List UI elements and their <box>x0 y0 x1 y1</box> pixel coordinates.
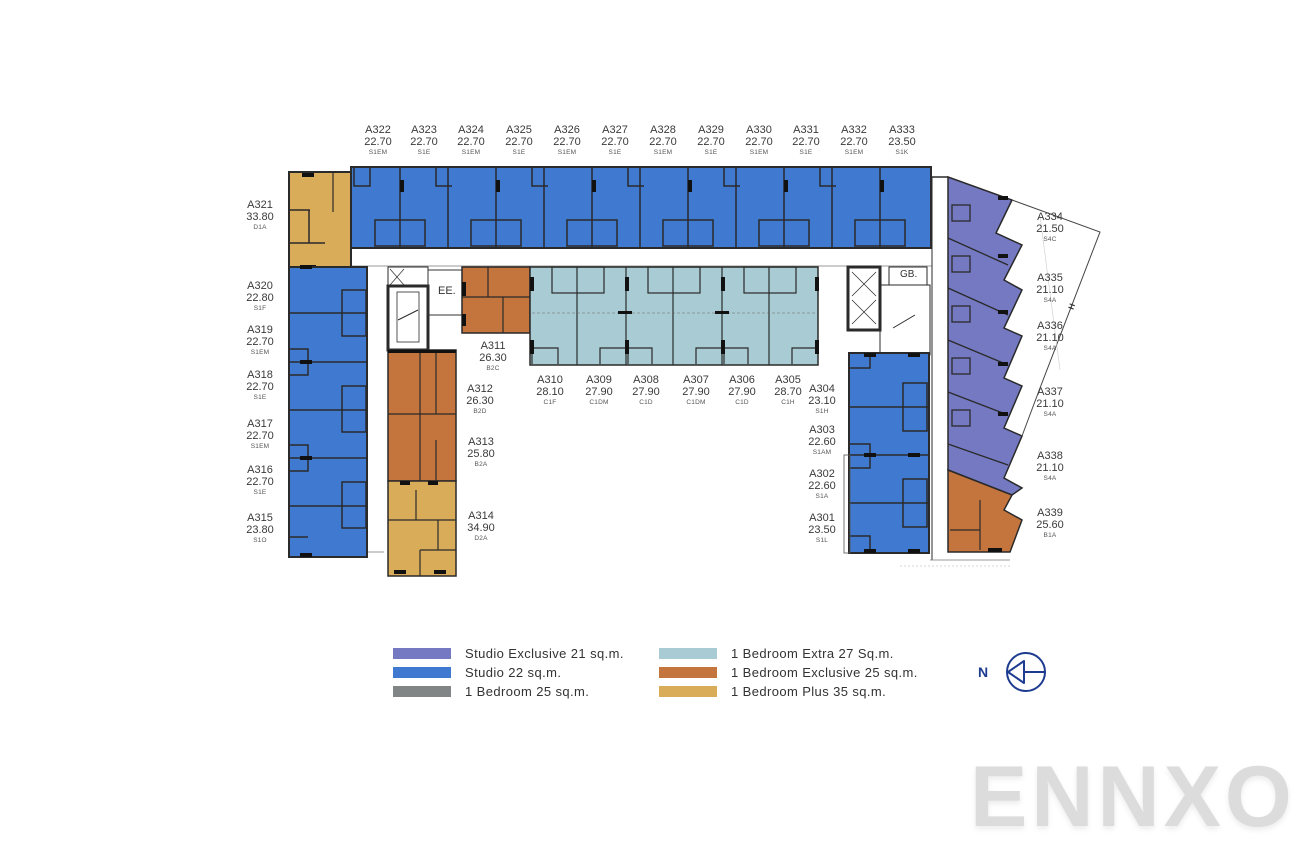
legend-swatch <box>659 666 717 678</box>
top-studio-row <box>350 166 932 249</box>
units-A312-A313 <box>387 349 457 482</box>
unit-A339 <box>947 468 1023 553</box>
room-gb-label: GB. <box>900 269 918 280</box>
left-core <box>386 266 463 352</box>
north-arrow-icon <box>1006 652 1046 692</box>
legend-swatch <box>393 647 451 659</box>
middle-extra-row <box>529 266 819 366</box>
left-studio-column <box>288 265 368 558</box>
right-inner-studio-column <box>843 352 930 554</box>
legend-item-one-bedroom-plus: 1 Bedroom Plus 35 sq.m. <box>659 683 886 699</box>
legend-item-one-bedroom: 1 Bedroom 25 sq.m. <box>393 683 589 699</box>
legend-item-one-bedroom-extra: 1 Bedroom Extra 27 Sq.m. <box>659 645 894 661</box>
legend-item-studio-exclusive: Studio Exclusive 21 sq.m. <box>393 645 624 661</box>
room-ee-label: EE. <box>438 285 456 297</box>
legend-swatch <box>393 666 451 678</box>
north-indicator: N <box>978 650 1058 694</box>
unit-A321 <box>288 171 352 269</box>
legend-swatch <box>393 685 451 697</box>
north-letter: N <box>978 664 989 680</box>
unit-A311 <box>461 266 531 334</box>
right-exclusive-column <box>947 175 1024 496</box>
watermark: ENNXO <box>970 749 1296 845</box>
legend-item-one-bedroom-exclusive: 1 Bedroom Exclusive 25 sq.m. <box>659 664 918 680</box>
balcony-outline <box>1011 199 1101 437</box>
legend-item-studio: Studio 22 sq.m. <box>393 664 561 680</box>
legend-swatch <box>659 647 717 659</box>
legend-swatch <box>659 685 717 697</box>
right-core <box>846 265 931 356</box>
unit-A314 <box>387 480 457 577</box>
